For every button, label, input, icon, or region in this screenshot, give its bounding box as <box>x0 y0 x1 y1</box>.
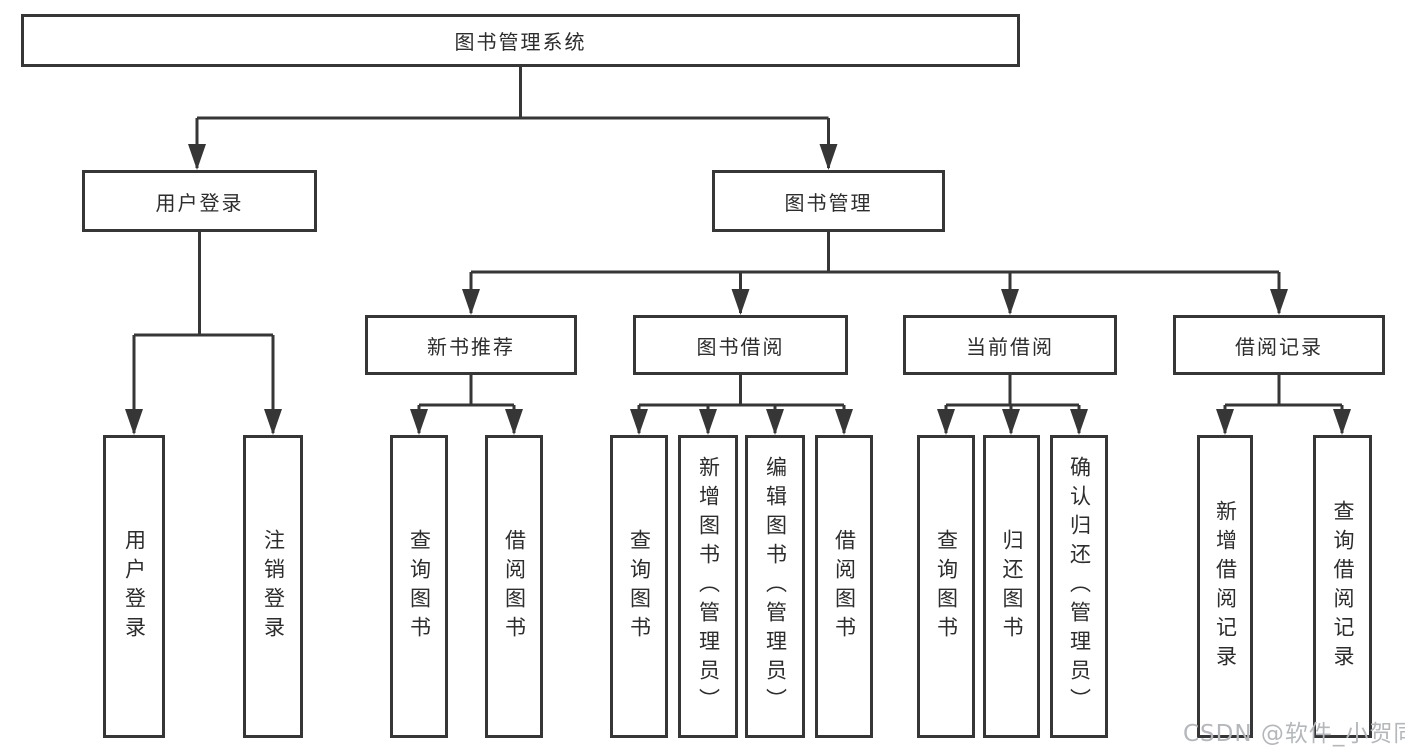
leaf-records-add-record: 新增借阅记录 <box>1197 435 1253 738</box>
node-label: 用户登录 <box>155 190 244 215</box>
node-label: 新增借阅记录 <box>1213 499 1238 674</box>
leaf-borrowing-edit-books-admin: 编辑图书（管理员） <box>745 435 805 738</box>
node-current-borrowing: 当前借阅 <box>903 315 1117 375</box>
node-label: 归还图书 <box>1000 528 1024 645</box>
arrow-down-icon <box>937 409 955 435</box>
node-label: 当前借阅 <box>966 334 1054 359</box>
node-label: 图书管理系统 <box>454 30 587 54</box>
node-label: 查询图书 <box>407 528 432 645</box>
leaf-borrowing-borrow-books: 借阅图书 <box>815 435 873 738</box>
node-book-management: 图书管理 <box>712 170 945 232</box>
node-label: 新增图书（管理员） <box>696 456 721 717</box>
leaf-current-query-books: 查询图书 <box>917 435 975 738</box>
arrow-down-icon <box>766 409 784 435</box>
leaf-records-query-record: 查询借阅记录 <box>1313 435 1372 738</box>
leaf-user-login: 用户登录 <box>103 435 165 738</box>
node-label: 图书借阅 <box>696 334 785 359</box>
arrow-down-icon <box>835 409 853 435</box>
arrow-down-icon <box>1270 289 1288 315</box>
arrow-down-icon <box>462 289 480 315</box>
node-label: 查询图书 <box>934 528 959 645</box>
arrow-down-icon <box>1070 409 1088 435</box>
arrow-down-icon <box>264 409 282 435</box>
node-borrowing-records: 借阅记录 <box>1173 315 1385 375</box>
leaf-borrowing-add-books-admin: 新增图书（管理员） <box>678 435 738 738</box>
arrowheads <box>125 144 1351 435</box>
node-label: 注销登录 <box>261 528 286 645</box>
node-label: 图书管理 <box>784 190 873 215</box>
leaf-recommend-borrow-books: 借阅图书 <box>485 435 543 738</box>
node-user-login: 用户登录 <box>82 170 317 232</box>
node-root-system: 图书管理系统 <box>21 14 1020 67</box>
node-new-book-recommend: 新书推荐 <box>365 315 577 375</box>
arrow-down-icon <box>699 409 717 435</box>
arrow-down-icon <box>505 409 523 435</box>
node-label: 借阅记录 <box>1235 334 1323 359</box>
arrow-down-icon <box>1216 409 1234 435</box>
node-label: 确认归还（管理员） <box>1067 456 1092 717</box>
arrow-down-icon <box>1001 289 1019 315</box>
arrow-down-icon <box>188 144 206 170</box>
node-label: 借阅图书 <box>832 528 857 645</box>
node-label: 编辑图书（管理员） <box>763 456 788 717</box>
node-label: 用户登录 <box>122 528 147 645</box>
leaf-current-return-books: 归还图书 <box>983 435 1040 738</box>
arrow-down-icon <box>1333 409 1351 435</box>
arrow-down-icon <box>731 289 750 315</box>
leaf-recommend-query-books: 查询图书 <box>390 435 448 738</box>
arrow-down-icon <box>410 409 428 435</box>
arrow-down-icon <box>1002 409 1020 435</box>
connector-lines <box>132 67 1344 433</box>
csdn-watermark: CSDN @软件_小贺同学 <box>1183 721 1405 747</box>
node-label: 借阅图书 <box>502 528 527 645</box>
arrow-down-icon <box>125 409 143 435</box>
node-book-borrowing: 图书借阅 <box>633 315 848 375</box>
node-label: 查询图书 <box>627 528 652 645</box>
node-label: 查询借阅记录 <box>1331 499 1355 674</box>
leaf-borrowing-query-books: 查询图书 <box>610 435 668 738</box>
node-label: 新书推荐 <box>427 334 515 359</box>
arrow-down-icon <box>630 409 648 435</box>
leaf-current-confirm-return-admin: 确认归还（管理员） <box>1050 435 1108 738</box>
arrow-down-icon <box>819 144 838 170</box>
leaf-logout: 注销登录 <box>243 435 303 738</box>
